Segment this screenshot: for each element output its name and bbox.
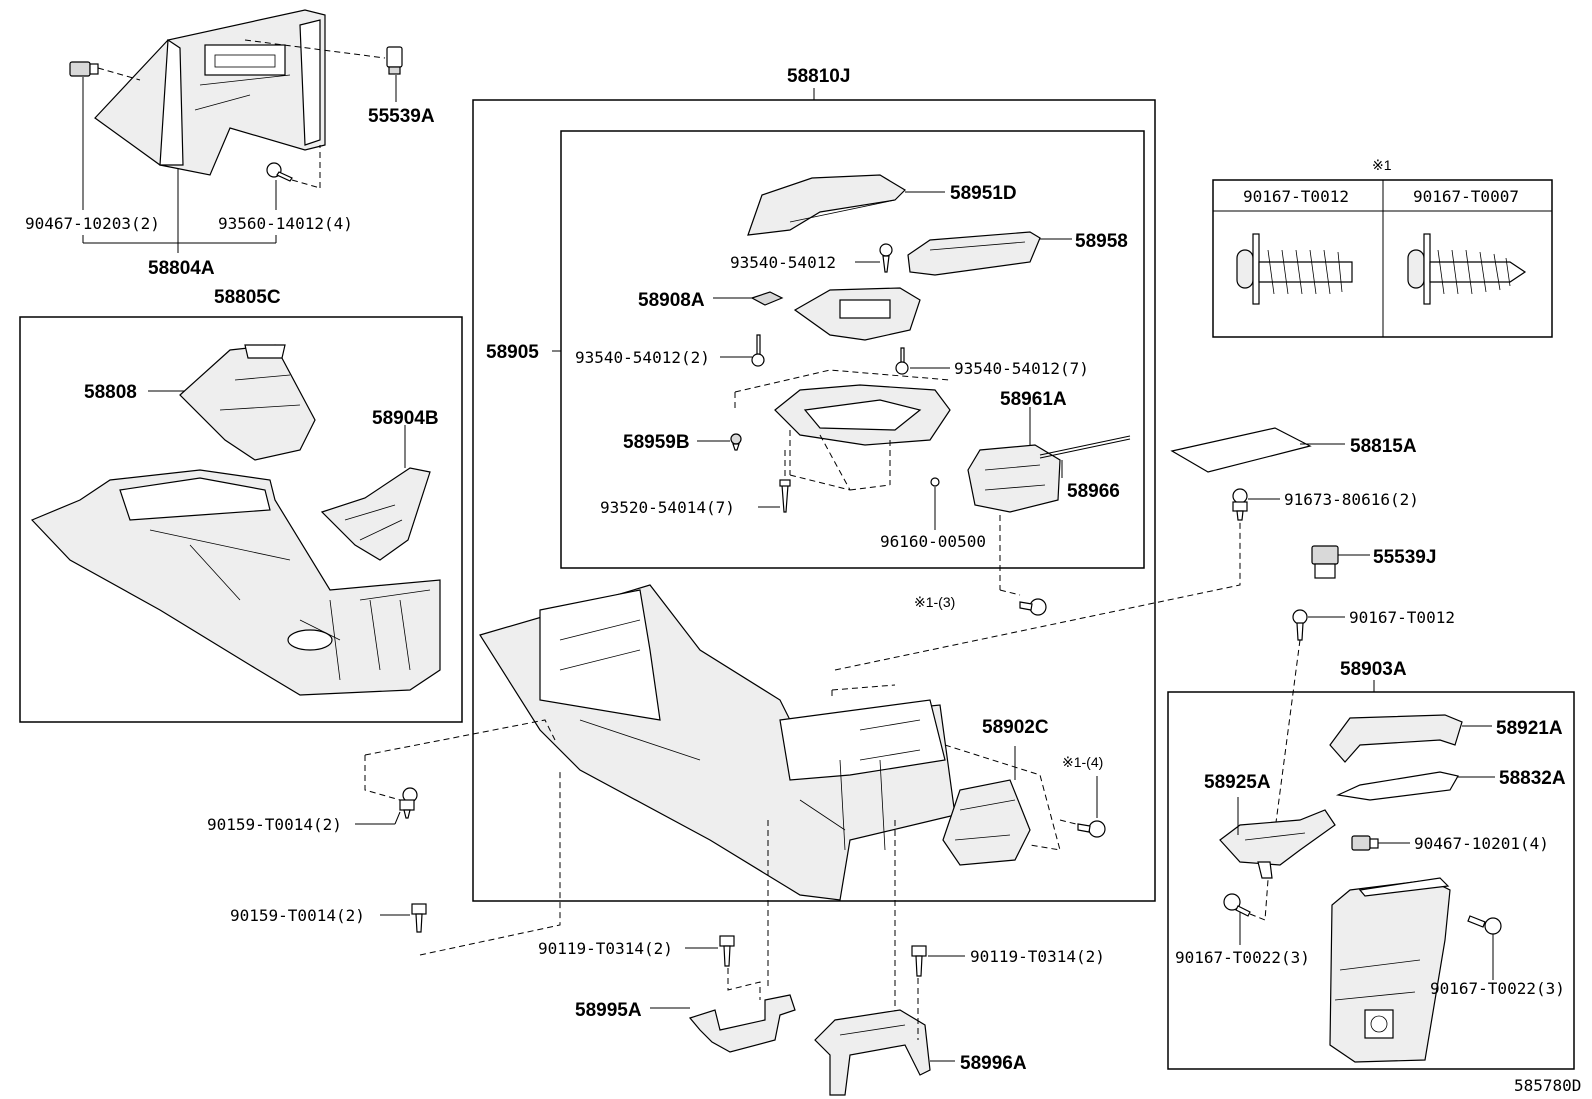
label-90167-T0012: 90167-T0012 bbox=[1349, 608, 1455, 627]
screw-90167-T0012-icon bbox=[1236, 233, 1353, 305]
rod-58966 bbox=[1039, 435, 1131, 459]
label-58808: 58808 bbox=[84, 382, 137, 403]
label-93540-54012-a: 93540-54012 bbox=[730, 253, 836, 272]
bolt-91673-80616-icon bbox=[1232, 488, 1248, 521]
bracket-58995A bbox=[688, 994, 796, 1053]
frame-58905 bbox=[560, 130, 1145, 569]
label-90119-T0314-a: 90119-T0314(2) bbox=[538, 939, 673, 958]
bracket-58925A bbox=[1219, 809, 1336, 879]
label-58921A: 58921A bbox=[1496, 718, 1563, 739]
label-58815A: 58815A bbox=[1350, 436, 1417, 457]
label-58966: 58966 bbox=[1067, 481, 1120, 502]
label-90167-T0022-a: 90167-T0022(3) bbox=[1175, 948, 1310, 967]
frame-58903A bbox=[1167, 691, 1575, 1070]
label-91673-80616: 91673-80616(2) bbox=[1284, 490, 1419, 509]
label-58902C: 58902C bbox=[982, 717, 1049, 738]
console-front-58805C bbox=[30, 469, 441, 696]
label-93520-54014-7: 93520-54014(7) bbox=[600, 498, 735, 517]
screw-93560-14012-icon bbox=[266, 162, 293, 182]
shift-boot-58808 bbox=[179, 344, 316, 461]
nut-96160-00500-icon bbox=[930, 477, 940, 487]
shift-panel-58804A bbox=[94, 9, 326, 176]
screw-90167-T0022-a-icon bbox=[1223, 893, 1251, 917]
label-90467-10201: 90467-10201(4) bbox=[1414, 834, 1549, 853]
label-58925A: 58925A bbox=[1204, 772, 1271, 793]
mat-58815A bbox=[1170, 427, 1312, 473]
label-93540-54012-7: 93540-54012(7) bbox=[954, 359, 1089, 378]
screw-note-1-3-icon bbox=[1019, 598, 1047, 616]
bolt-90119-T0314-b-icon bbox=[911, 945, 927, 977]
label-55539A: 55539A bbox=[368, 106, 435, 127]
label-90159-T0014-b: 90159-T0014(2) bbox=[230, 906, 365, 925]
bracket-58961A bbox=[967, 444, 1061, 513]
bracket-58996A bbox=[814, 1009, 931, 1096]
bolt-90159-T0014-b-icon bbox=[411, 903, 427, 933]
bracket-58902C bbox=[942, 779, 1031, 866]
label-58959B: 58959B bbox=[623, 432, 690, 453]
label-58804A: 58804A bbox=[148, 258, 215, 279]
label-90167-T0022-b: 90167-T0022(3) bbox=[1430, 979, 1565, 998]
label-58951D: 58951D bbox=[950, 183, 1017, 204]
label-58995A: 58995A bbox=[575, 1000, 642, 1021]
frame-58805C bbox=[19, 316, 463, 723]
label-58904B: 58904B bbox=[372, 408, 439, 429]
clip-58959B-icon bbox=[730, 433, 742, 451]
clip-90467-10201-icon bbox=[1351, 835, 1379, 851]
label-55539J: 55539J bbox=[1373, 547, 1436, 568]
console-body-58810J bbox=[479, 584, 956, 901]
label-58996A: 58996A bbox=[960, 1053, 1027, 1074]
screw-90167-T0012-icon bbox=[1292, 609, 1308, 641]
screw-note-1-4-icon bbox=[1077, 820, 1106, 838]
label-58805C: 58805C bbox=[214, 287, 281, 308]
screw-90167-T0007-icon bbox=[1407, 233, 1527, 305]
trim-58921A bbox=[1329, 714, 1463, 763]
label-93560-14012: 93560-14012(4) bbox=[218, 214, 353, 233]
label-93540-54012-2: 93540-54012(2) bbox=[575, 348, 710, 367]
screw-93540-54012-a-icon bbox=[879, 243, 893, 273]
label-96160-00500: 96160-00500 bbox=[880, 532, 986, 551]
switch-55539J-icon bbox=[1311, 545, 1339, 579]
label-90467-10203: 90467-10203(2) bbox=[25, 214, 160, 233]
insert-58904B bbox=[320, 467, 431, 561]
label-note-1-4: ※1-(4) bbox=[1062, 754, 1103, 770]
armrest-lid-58951D bbox=[747, 174, 906, 236]
label-90119-T0314-b: 90119-T0314(2) bbox=[970, 947, 1105, 966]
screw-93540-54012-7-icon bbox=[895, 347, 909, 375]
screw-90167-T0022-b-icon bbox=[1467, 915, 1502, 935]
clip-55539A-icon bbox=[386, 46, 403, 75]
screw-table-col2: 90167-T0007 bbox=[1413, 187, 1519, 206]
label-58832A: 58832A bbox=[1499, 768, 1566, 789]
label-58908A: 58908A bbox=[638, 290, 705, 311]
bolt-90119-T0314-a-icon bbox=[719, 935, 735, 967]
box-58905-body bbox=[774, 384, 951, 446]
screw-table-col1: 90167-T0012 bbox=[1243, 187, 1349, 206]
console-rear-panel bbox=[1329, 877, 1451, 1063]
label-90159-T0014-a: 90159-T0014(2) bbox=[207, 815, 342, 834]
label-58903A: 58903A bbox=[1340, 659, 1407, 680]
note-mark: ※1 bbox=[1372, 157, 1392, 173]
label-58810J: 58810J bbox=[787, 66, 850, 87]
lock-58908A-icon bbox=[750, 291, 784, 306]
label-58905: 58905 bbox=[486, 342, 539, 363]
screw-table: ※1 90167-T0012 90167-T0007 bbox=[1212, 157, 1553, 338]
label-58958: 58958 bbox=[1075, 231, 1128, 252]
trim-58832A bbox=[1335, 771, 1459, 801]
screw-93520-54014-icon bbox=[779, 479, 791, 513]
bolt-90159-T0014-a-icon bbox=[399, 787, 418, 819]
diagram-ref-code: 585780D bbox=[1514, 1076, 1581, 1095]
hinge-bracket bbox=[793, 287, 921, 341]
label-58961A: 58961A bbox=[1000, 389, 1067, 410]
hinge-cover-58958 bbox=[907, 231, 1041, 276]
label-note-1-3: ※1-(3) bbox=[914, 594, 955, 610]
screw-93540-54012-2-icon bbox=[751, 334, 765, 367]
clip-90467-10203-icon bbox=[69, 61, 99, 77]
